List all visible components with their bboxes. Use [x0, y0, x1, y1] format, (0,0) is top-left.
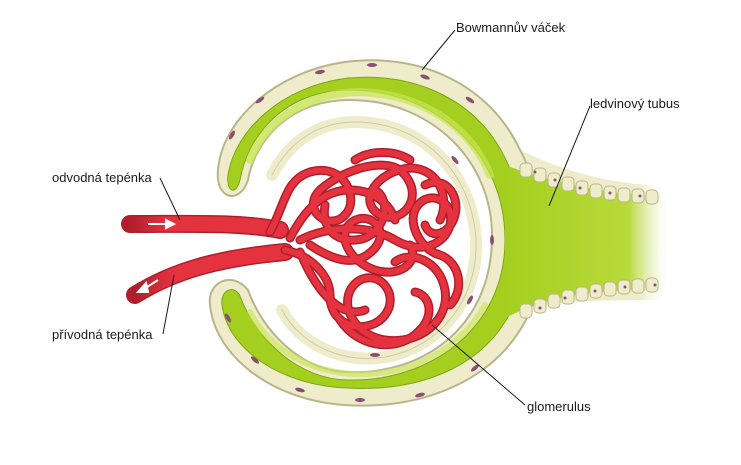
arrow-out-icon: [135, 279, 159, 293]
label-afferent-arteriole: přívodná tepénka: [52, 327, 153, 342]
tubule-cells: [519, 162, 659, 319]
bowman-capsule-epithelium: [208, 59, 542, 407]
arrow-in-icon: [148, 218, 177, 230]
bowman-capsule-space: [221, 76, 670, 389]
label-efferent-arteriole: odvodná tepénka: [52, 170, 152, 185]
bowman-inner-layer: [266, 115, 483, 365]
leader-bowman: [421, 29, 456, 71]
leader-glomerulus: [431, 324, 526, 406]
flow-arrows: [135, 218, 177, 293]
label-renal-tubule: ledvinový tubus: [590, 96, 680, 111]
label-glomerulus: glomerulus: [527, 399, 591, 414]
cell-nuclei: [224, 63, 657, 402]
leader-odvodna: [159, 177, 181, 221]
arterioles: [121, 214, 294, 304]
glomerulus-loops: [265, 148, 464, 350]
leader-privodna: [162, 274, 175, 335]
leader-tubus: [548, 105, 591, 207]
leader-lines: [159, 29, 591, 406]
label-bowman-capsule: Bowmannův váček: [456, 20, 566, 35]
